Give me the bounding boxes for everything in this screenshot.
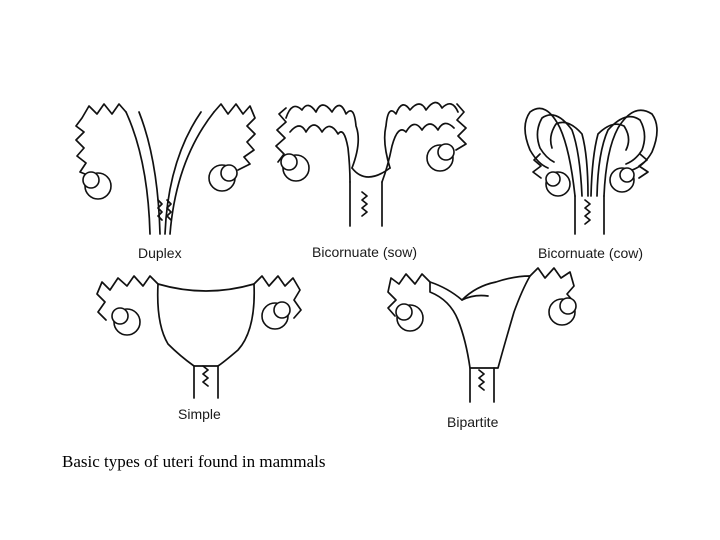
label-bicornuate-sow: Bicornuate (sow) <box>312 244 417 260</box>
sow-uterine-body-join <box>351 167 391 178</box>
sow-right-horn-lower <box>381 122 455 183</box>
bicornuate-cow-uterus-figure <box>524 107 658 235</box>
sow-cervix <box>361 191 368 217</box>
duplex-right-oviduct <box>213 103 256 171</box>
cow-right-horn-mid <box>596 115 646 197</box>
simple-left-ovary-inner <box>111 307 129 325</box>
duplex-cervix-left <box>157 199 163 221</box>
label-duplex: Duplex <box>138 245 182 261</box>
duplex-right-horn-outer <box>169 111 215 235</box>
cow-left-horn-outer <box>524 107 576 197</box>
cow-cervix <box>584 199 591 225</box>
bicornuate-sow-uterus-figure <box>275 101 467 227</box>
cow-right-horn-inner <box>590 123 630 197</box>
simple-cervix <box>202 365 209 387</box>
bipartite-left-ovary-inner <box>395 303 413 321</box>
sow-left-oviduct <box>275 107 287 163</box>
bipartite-right-ovary-inner <box>559 297 577 315</box>
duplex-uterus-figure <box>75 103 256 235</box>
bipartite-uterus-figure <box>387 267 577 403</box>
label-bicornuate-cow: Bicornuate (cow) <box>538 245 643 261</box>
cow-right-oviduct <box>638 153 649 179</box>
duplex-left-horn-outer <box>125 111 151 235</box>
cow-left-horn-inner <box>549 121 589 197</box>
duplex-left-ovary-inner <box>82 171 100 189</box>
simple-right-ovary-inner <box>273 301 291 319</box>
bipartite-horn-divide <box>461 294 489 301</box>
cow-left-oviduct <box>532 153 542 179</box>
sow-right-oviduct <box>455 103 467 151</box>
sow-left-ovary-inner <box>280 153 298 171</box>
cow-left-ovary-inner <box>545 171 561 187</box>
duplex-right-ovary-inner <box>220 164 238 182</box>
sow-left-horn-upper <box>285 104 360 169</box>
sow-right-horn-upper <box>383 101 459 169</box>
cow-left-horn-mid <box>536 114 583 197</box>
bipartite-left-oviduct <box>387 273 431 317</box>
simple-uterus-figure <box>96 275 302 399</box>
label-simple: Simple <box>178 406 221 422</box>
bipartite-cervix <box>478 369 485 391</box>
sow-left-horn-lower <box>289 124 351 183</box>
simple-left-oviduct <box>96 275 159 321</box>
duplex-right-horn-inner <box>164 111 202 235</box>
figure-caption: Basic types of uteri found in mammals <box>62 452 326 471</box>
bipartite-uterine-body <box>429 275 531 369</box>
cow-right-horn-outer <box>603 109 658 197</box>
duplex-left-oviduct <box>75 103 127 177</box>
cow-right-ovary-inner <box>619 167 635 183</box>
simple-uterine-body <box>156 283 256 367</box>
duplex-cervix-right <box>166 199 172 221</box>
sow-right-ovary-inner <box>437 143 455 161</box>
label-bipartite: Bipartite <box>447 414 499 430</box>
simple-right-oviduct <box>253 275 302 319</box>
